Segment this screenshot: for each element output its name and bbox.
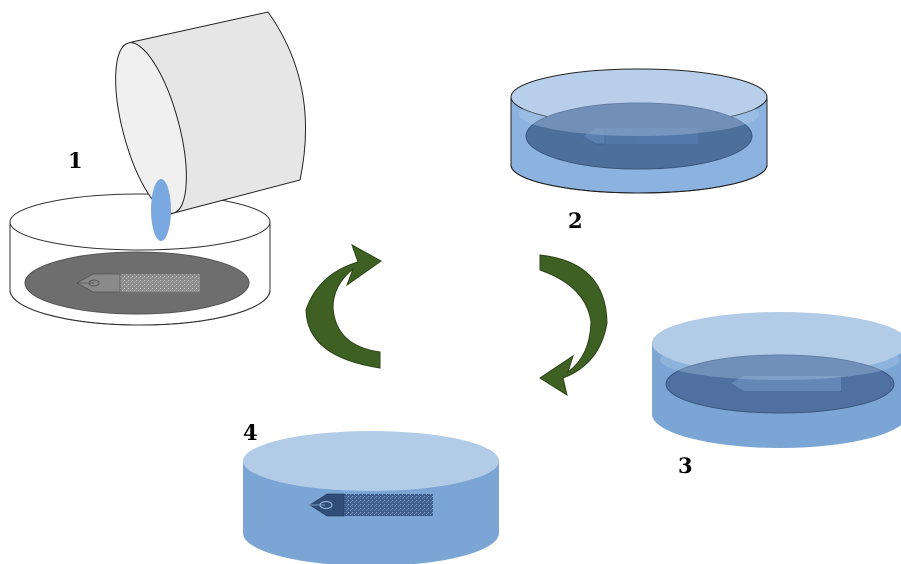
petri-dish-3 [652, 312, 901, 448]
sample-holder-2 [581, 127, 698, 145]
step-label-2: 2 [568, 208, 583, 233]
cycle-arrow-right [539, 254, 608, 397]
sample-holder-3 [731, 376, 841, 391]
step-2-group [510, 68, 768, 194]
sample-holder-1 [76, 273, 200, 293]
step-label-3: 3 [678, 453, 693, 478]
petri-dish-1 [9, 193, 271, 326]
pouring-beaker [115, 11, 307, 215]
cycle-arrow-left [305, 243, 382, 369]
petri-dish-4 [243, 431, 499, 564]
step-3-group [652, 312, 901, 448]
liquid-drop [151, 179, 171, 241]
sample-holder-4 [309, 493, 433, 517]
petri-dish-2 [510, 68, 768, 194]
step-label-4: 4 [243, 420, 258, 445]
step-label-1: 1 [68, 148, 83, 173]
step-4-group [243, 431, 499, 564]
step-1-group [9, 11, 307, 326]
